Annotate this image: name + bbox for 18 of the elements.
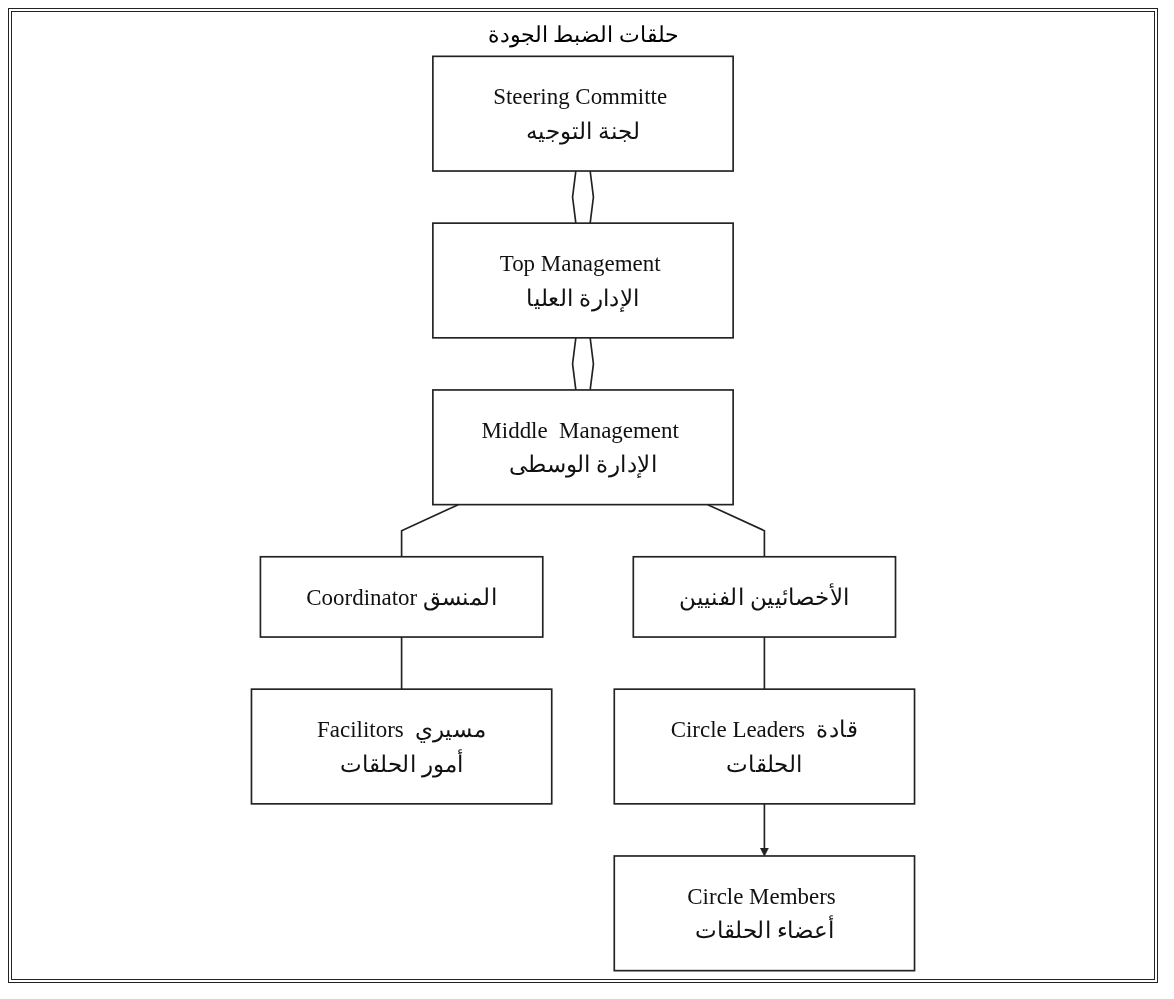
node-box: Facilitors مسيري أمور الحلقات [250, 688, 553, 805]
connector [589, 170, 595, 224]
node-box: Top Management الإدارة العليا [432, 222, 734, 339]
connector [400, 636, 403, 690]
connector [571, 337, 577, 391]
connector [763, 636, 766, 690]
node-box: Circle Members أعضاء الحلقات [613, 855, 916, 972]
connector [400, 503, 460, 558]
node-box: Circle Leaders قادة الحلقات [613, 688, 916, 805]
group-label: حلقات الضبط الجودة [487, 22, 679, 48]
node-box: الأخصائيين الفنيين [632, 555, 897, 638]
arrow [759, 803, 769, 857]
connector [571, 170, 577, 224]
node-box: Coordinator المنسق [259, 555, 544, 638]
node-box: Middle Management الإدارة الوسطى [432, 389, 734, 506]
connector [589, 337, 595, 391]
node-box: Steering Committe لجنة التوجيه [432, 55, 734, 172]
connector [706, 503, 766, 558]
